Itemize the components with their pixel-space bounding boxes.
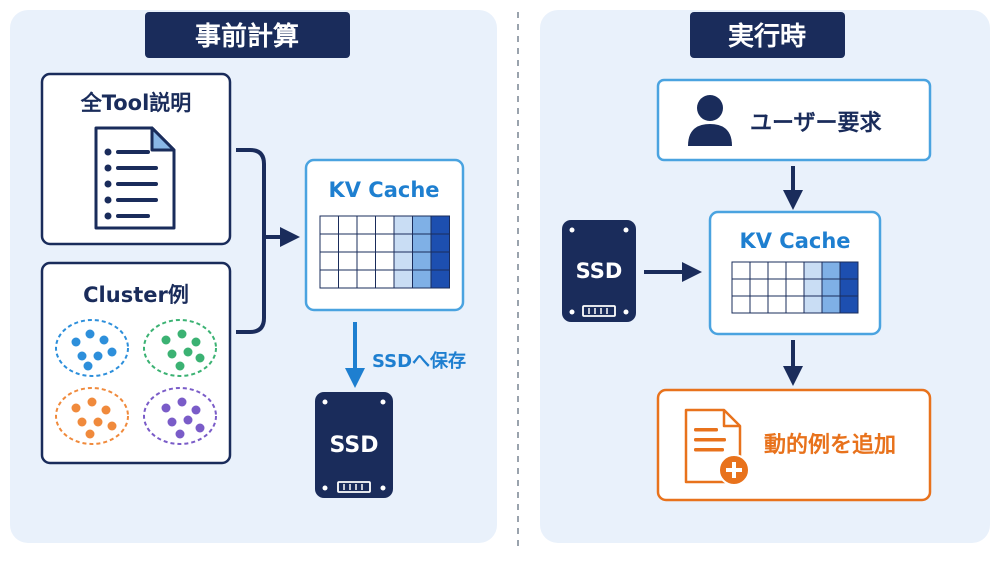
kv-cache-left-cell — [412, 251, 432, 271]
kv-cache-left-cell — [356, 215, 376, 235]
ssd-label-left: SSD — [330, 433, 379, 458]
kv-cache-right-cell — [731, 295, 751, 314]
cluster-blue — [55, 319, 129, 377]
kv-cache-left-cell — [393, 233, 413, 253]
kv-cache-right-cell — [803, 295, 823, 314]
user-icon — [688, 95, 732, 146]
kv-cache-right-cell — [767, 278, 787, 297]
document-icon — [94, 126, 176, 230]
merge-bracket — [236, 148, 266, 334]
kv-cache-right-cell — [839, 261, 859, 280]
kv-cache-right-cell — [785, 278, 805, 297]
kv-cache-right-cell — [731, 278, 751, 297]
ssd-icon-right — [562, 220, 636, 322]
user-request-label: ユーザー要求 — [750, 111, 882, 136]
kv-cache-right-cell — [731, 261, 751, 280]
left-panel-title: 事前計算 — [195, 21, 299, 52]
right-title-badge — [690, 12, 845, 58]
kv-cache-left-cell — [412, 215, 432, 235]
cluster-orange — [55, 387, 129, 445]
kv-cache-left-cell — [430, 251, 450, 271]
kv-cache-left-cell — [375, 251, 395, 271]
cluster-purple — [143, 387, 217, 445]
save-to-ssd-label: SSDへ保存 — [372, 350, 466, 372]
kv-cache-left-cell — [393, 251, 413, 271]
kv-cache-left-cell — [430, 215, 450, 235]
kv-cache-left-cell — [430, 269, 450, 289]
kv-cache-left-cell — [393, 269, 413, 289]
add-dynamic-examples-label: 動的例を追加 — [764, 432, 896, 458]
cluster-examples-label: Cluster例 — [83, 283, 189, 307]
cluster-examples-box — [40, 261, 232, 465]
kv-cache-left-cell — [319, 251, 339, 271]
kv-cache-right-cell — [821, 278, 841, 297]
kv-cache-left-cell — [393, 215, 413, 235]
kv-cache-right-cell — [839, 278, 859, 297]
kv-cache-left-cell — [356, 233, 376, 253]
kv-cache-left-cell — [319, 269, 339, 289]
kv-cache-left-cell — [356, 269, 376, 289]
kv-cache-grid-left — [319, 215, 450, 289]
kv-cache-right-cell — [767, 261, 787, 280]
kv-cache-label-right: KV Cache — [739, 229, 850, 253]
kv-cache-left-cell — [375, 215, 395, 235]
kv-cache-right-cell — [749, 295, 769, 314]
kv-cache-left-cell — [412, 233, 432, 253]
kv-cache-right-cell — [785, 261, 805, 280]
kv-cache-left-cell — [338, 233, 358, 253]
kv-cache-left-cell — [356, 251, 376, 271]
kv-cache-right-cell — [803, 261, 823, 280]
left-title-badge — [145, 12, 350, 58]
cluster-green — [143, 319, 217, 377]
kv-cache-right-cell — [749, 261, 769, 280]
kv-cache-left-cell — [412, 269, 432, 289]
kv-cache-label-left: KV Cache — [328, 178, 439, 202]
kv-cache-left-cell — [375, 269, 395, 289]
kv-cache-left-cell — [319, 233, 339, 253]
kv-cache-right-cell — [821, 261, 841, 280]
ssd-label-right: SSD — [576, 259, 623, 283]
kv-cache-left-cell — [338, 215, 358, 235]
kv-cache-right-cell — [803, 278, 823, 297]
kv-cache-right-cell — [749, 278, 769, 297]
kv-cache-right-cell — [785, 295, 805, 314]
kv-cache-left-cell — [338, 269, 358, 289]
document-add-icon — [684, 408, 750, 486]
kv-cache-left-cell — [375, 233, 395, 253]
kv-cache-right-cell — [839, 295, 859, 314]
ssd-icon-left — [315, 392, 393, 498]
kv-cache-right-cell — [821, 295, 841, 314]
tool-description-label: 全Tool説明 — [80, 91, 192, 115]
kv-cache-grid-right — [731, 261, 859, 314]
kv-cache-left-cell — [430, 233, 450, 253]
kv-cache-left-cell — [338, 251, 358, 271]
kv-cache-left-cell — [319, 215, 339, 235]
kv-cache-right-cell — [767, 295, 787, 314]
right-panel-title: 実行時 — [728, 21, 806, 52]
